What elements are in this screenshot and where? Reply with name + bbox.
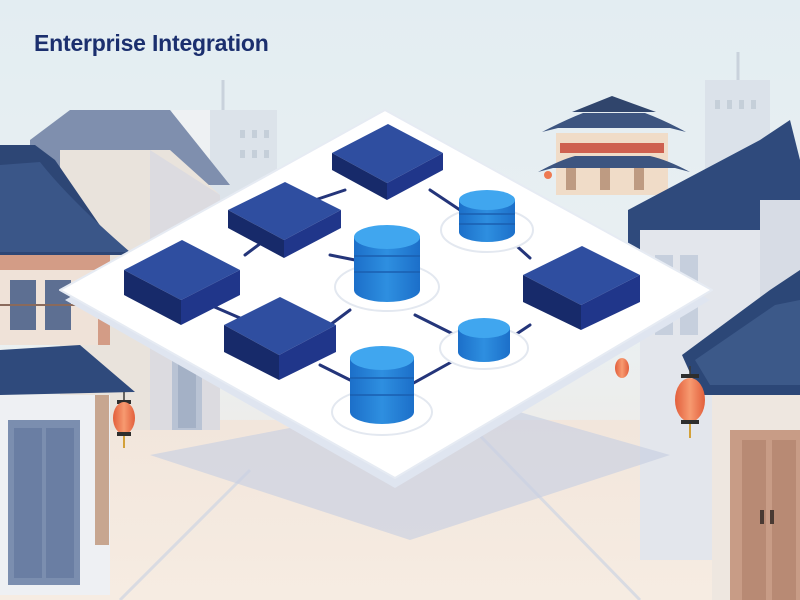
server-block-icon [224, 297, 336, 380]
database-icon [334, 225, 440, 312]
server-block-icon [332, 124, 443, 200]
database-icon [439, 318, 529, 370]
database-icon [440, 190, 534, 253]
server-block-icon [523, 246, 640, 330]
lantern-icon [615, 358, 629, 378]
pagoda-roof-icon [538, 96, 690, 195]
lantern-icon [675, 366, 705, 438]
lantern-icon [113, 392, 135, 448]
database-icon [331, 346, 433, 436]
page-title: Enterprise Integration [34, 30, 269, 56]
building-right-front [682, 270, 800, 600]
building-left-front [0, 145, 135, 595]
server-block-icon [124, 240, 240, 325]
server-block-icon [228, 182, 341, 258]
